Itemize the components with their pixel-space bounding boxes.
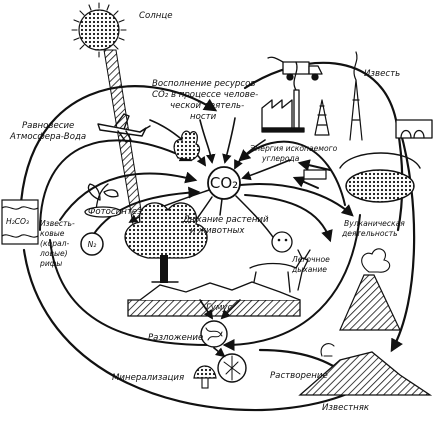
bridge-icon <box>395 119 433 139</box>
label-volcanic-2: деятельность <box>341 229 398 238</box>
label-humus: Гумус <box>206 303 232 313</box>
factory-icon <box>261 61 305 133</box>
limestone-icon <box>298 343 433 396</box>
label-limestone-rocks-4: ловые) <box>39 249 68 258</box>
n2-node: N₂ <box>80 232 104 256</box>
label-dissolution: Растворение <box>270 371 328 381</box>
label-fossil-energy-2: углерода <box>261 154 300 163</box>
label-limestone-rocks-3: (корал- <box>40 239 70 248</box>
label-fossil-energy-1: Энергия ископаемого <box>249 144 338 153</box>
co2-node: CO₂ <box>207 166 241 200</box>
label-atmosphere-water-1: Равновесие <box>22 121 74 131</box>
label-co2-resources-3: ческой деятель- <box>170 101 244 111</box>
flame-icon <box>173 130 201 161</box>
decomposition-arrows <box>199 299 241 358</box>
label-co2-resources-2: CO₂ в процессе челове- <box>152 90 258 100</box>
label-decomposition: Разложение <box>148 333 203 343</box>
sea-water-icon <box>1 199 39 245</box>
microbe-icon <box>200 320 228 348</box>
label-lung-breathing-2: дыхание <box>291 265 327 274</box>
coal-heap-icon <box>339 152 421 203</box>
plant-sprout-icon <box>84 183 122 218</box>
label-respiration-2: и животных <box>190 226 245 236</box>
soil-layer <box>127 281 301 317</box>
label-lung-breathing-1: Легочное <box>291 255 330 264</box>
label-h2co3: H₂CO₃ <box>6 217 29 226</box>
airplane-icon <box>97 113 151 143</box>
tree-icon <box>124 202 208 283</box>
label-respiration-1: Дыхание растений <box>182 215 269 225</box>
human-face-icon <box>271 231 293 253</box>
label-limestone: Известняк <box>322 403 370 413</box>
label-n2: N₂ <box>88 240 97 249</box>
label-co2: CO₂ <box>210 174 238 192</box>
label-limestone-rocks-1: Известь- <box>40 219 75 228</box>
label-volcanic-1: Вулканическая <box>344 219 405 228</box>
label-co2-resources-4: ности <box>190 112 217 122</box>
label-sun: Солнце <box>139 11 173 21</box>
fossil-flow-arrows <box>292 159 331 189</box>
label-atmosphere-water-2: Атмосфера-Вода <box>9 132 86 142</box>
oil-derrick-icon <box>314 51 363 141</box>
bacteria-icon <box>217 353 247 383</box>
label-co2-resources-1: Восполнение ресурсов <box>152 79 255 89</box>
label-mineralization: Минерализация <box>112 373 184 383</box>
fungus-icon <box>193 365 217 389</box>
label-lime: Известь <box>364 69 400 79</box>
sun-icon <box>71 2 127 58</box>
volcano-icon <box>339 248 401 331</box>
label-photosynthesis: Фотосинтез <box>88 207 142 217</box>
label-limestone-rocks-5: рифы <box>39 259 62 268</box>
label-limestone-rocks-2: ковые <box>40 229 65 238</box>
atmosphere-loop <box>39 139 361 351</box>
